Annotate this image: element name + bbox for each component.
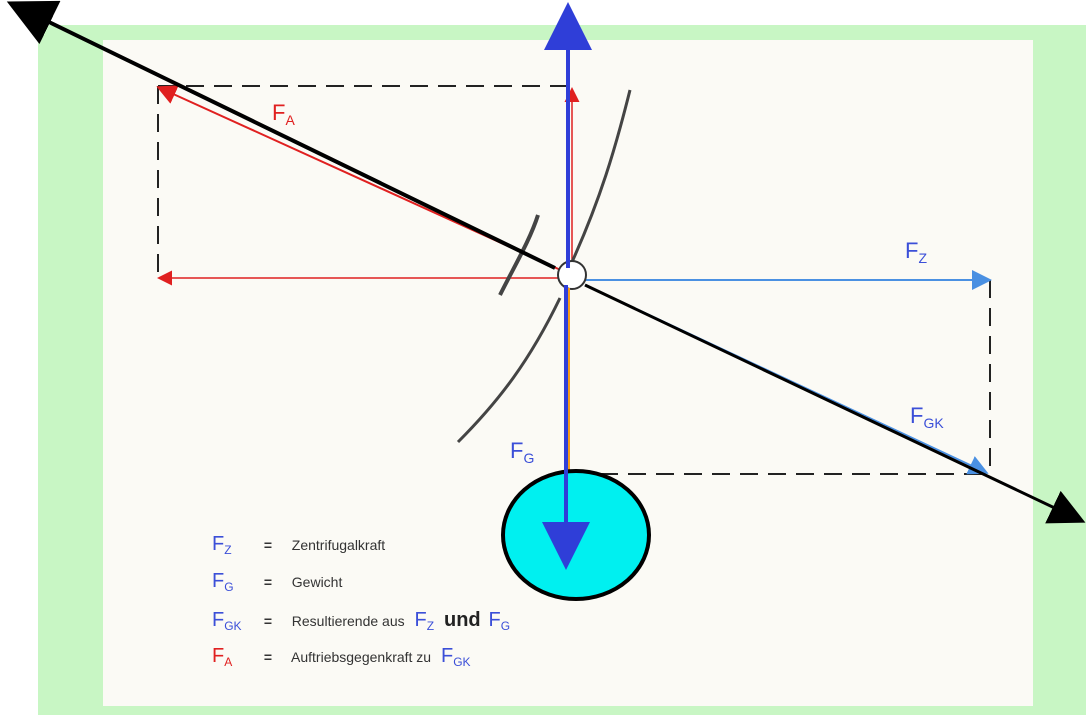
rotor-blade-upper xyxy=(570,89,632,263)
legend-tail-fz: FZ xyxy=(414,609,435,633)
legend-symbol-fgk: FGK xyxy=(212,609,242,633)
legend-row-fg: FG = Gewicht xyxy=(212,570,342,594)
legend-tail-und: und xyxy=(443,609,481,631)
label-fg: FG xyxy=(510,438,535,466)
resultant-line-lower xyxy=(584,283,1086,524)
legend-equals: = xyxy=(263,613,273,629)
legend-symbol-fg: FG xyxy=(212,570,234,594)
label-fz-main: F xyxy=(905,238,919,263)
legend-tail-fgk: FGK xyxy=(441,645,471,669)
force-parallelogram-left xyxy=(157,85,572,278)
label-fgk: FGK xyxy=(910,403,944,431)
legend-text-fg: Gewicht xyxy=(291,574,343,590)
legend-equals: = xyxy=(263,574,273,590)
legend-text-fz: Zentrifugalkraft xyxy=(291,537,386,553)
legend-symbol-fz: FZ xyxy=(212,533,232,557)
label-fg-sub: G xyxy=(523,450,535,466)
label-fa-sub: A xyxy=(285,112,295,128)
label-fg-main: F xyxy=(510,438,524,463)
resultant-line-upper xyxy=(6,0,556,270)
label-fgk-sub: GK xyxy=(923,415,944,431)
mass-body xyxy=(501,469,651,601)
legend-row-fa: FA = Auftriebsgegenkraft zu FGK xyxy=(212,645,471,669)
rotor-blade-lower xyxy=(456,297,562,444)
legend-symbol-fa: FA xyxy=(212,645,233,669)
label-fz: FZ xyxy=(905,238,928,266)
rotor-hub xyxy=(557,260,587,290)
label-fz-sub: Z xyxy=(918,250,928,266)
legend-equals: = xyxy=(263,537,273,553)
label-fa: FA xyxy=(272,100,295,128)
force-parallelogram-right xyxy=(572,280,991,475)
legend-text-fgk: Resultierende aus xyxy=(291,613,405,629)
legend-row-fgk: FGK = Resultierende aus FZ und FG xyxy=(212,609,510,633)
legend-row-fz: FZ = Zentrifugalkraft xyxy=(212,533,385,557)
label-fa-main: F xyxy=(272,100,286,125)
legend-equals: = xyxy=(263,649,273,665)
label-fgk-main: F xyxy=(910,403,924,428)
legend-tail-fg: FG xyxy=(488,609,511,633)
legend-text-fa: Auftriebsgegenkraft zu xyxy=(291,649,432,665)
